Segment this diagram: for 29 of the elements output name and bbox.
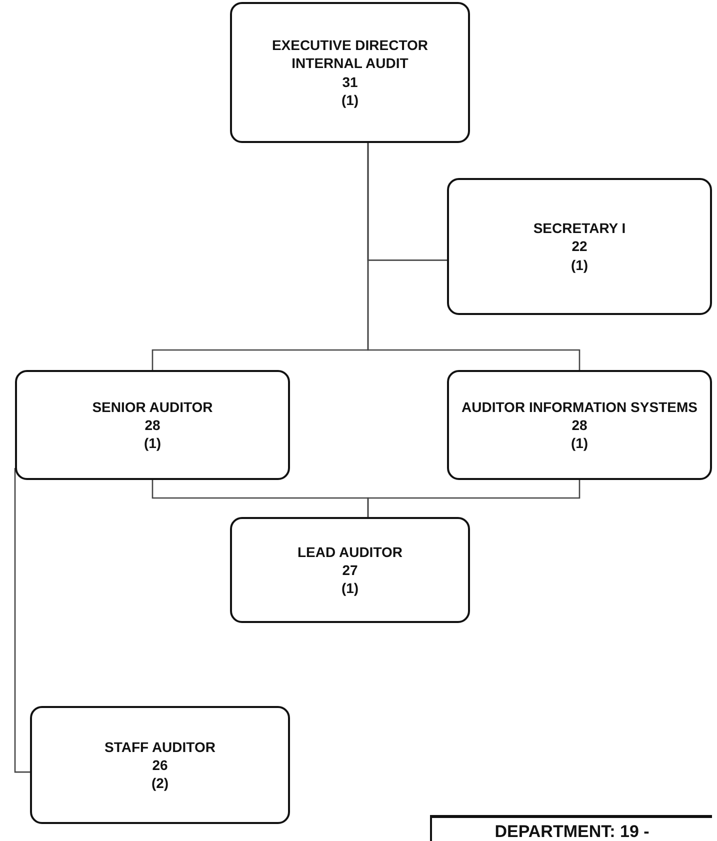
position-count: (2) (151, 774, 169, 792)
position-title: SENIOR AUDITOR (92, 398, 213, 416)
position-box (230, 2, 470, 143)
pay-grade: 28 (144, 416, 160, 434)
position-title: STAFF AUDITOR (104, 738, 216, 756)
position-box (447, 178, 712, 315)
position-title: AUDITOR INFORMATION SYSTEMS (462, 398, 698, 416)
pay-grade: 26 (152, 756, 168, 774)
position-box (15, 370, 290, 480)
position-count: (1) (570, 434, 588, 452)
position-box (447, 370, 712, 480)
position-title: LEAD AUDITOR (298, 542, 402, 561)
connector-line (14, 468, 30, 773)
department-label: DEPARTMENT: 19 - (494, 821, 650, 841)
department-panel (430, 815, 712, 841)
pay-grade: 22 (572, 237, 588, 256)
connector-line (367, 480, 580, 517)
connector-line (367, 143, 580, 370)
position-count: (1) (570, 256, 588, 274)
pay-grade: 27 (342, 560, 358, 580)
position-count: (1) (341, 579, 359, 598)
position-count: (1) (144, 434, 162, 452)
position-title: EXECUTIVE DIRECTOR INTERNAL AUDIT (270, 36, 430, 72)
position-box (230, 517, 470, 623)
position-title: SECRETARY I (533, 219, 626, 238)
pay-grade: 31 (342, 72, 358, 91)
pay-grade: 28 (572, 416, 588, 434)
position-count: (1) (341, 90, 359, 109)
position-box (30, 706, 290, 824)
